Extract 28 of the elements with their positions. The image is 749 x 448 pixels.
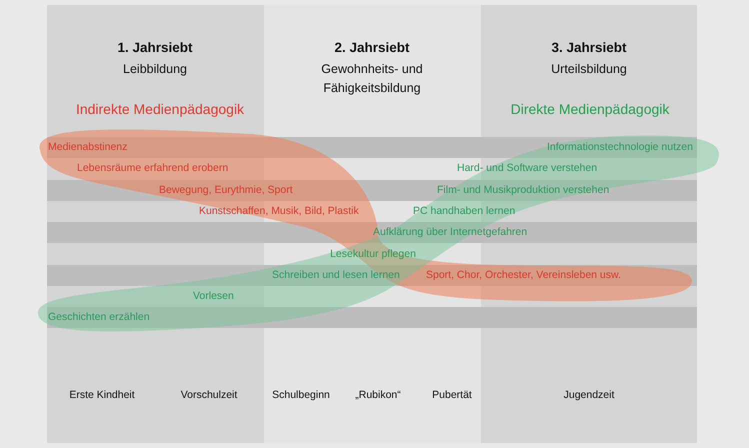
section-label: Indirekte Medienpädagogik	[76, 100, 244, 119]
column-heading: 2. Jahrsiebt	[334, 39, 410, 57]
topic-text: Kunstschaffen, Musik, Bild, Plastik	[199, 204, 359, 219]
topic-text: Hard- und Software verstehen	[457, 161, 598, 176]
topic-text: Medienabstinenz	[48, 140, 128, 155]
topic-text: PC handhaben lernen	[413, 204, 516, 219]
section-label: Direkte Medienpädagogik	[510, 100, 670, 119]
topic-text: Lebensräume erfahrend erobern	[77, 161, 228, 176]
phase-label: „Rubikon“	[355, 388, 401, 403]
topic-text: Aufklärung über Internetgefahren	[373, 225, 528, 240]
topic-text: Schreiben und lesen lernen	[272, 268, 400, 283]
phase-label: Jugendzeit	[564, 388, 614, 403]
phase-label: Schulbeginn	[272, 388, 330, 403]
topic-text: Geschichten erzählen	[48, 310, 150, 326]
topic-text: Bewegung, Eurythmie, Sport	[159, 182, 293, 198]
topic-text: Informationstechnologie nutzen	[547, 140, 693, 155]
topic-text: Film- und Musikproduktion verstehen	[437, 182, 610, 198]
column-subtitle: Gewohnheits- und Fähigkeitsbildung	[320, 61, 424, 97]
phase-label: Erste Kindheit	[69, 388, 135, 403]
column-subtitle: Leibbildung	[123, 61, 187, 78]
topic-text: Lesekultur pflegen	[330, 247, 416, 262]
phase-label: Vorschulzeit	[180, 388, 238, 403]
column-subtitle: Urteilsbildung	[551, 61, 627, 78]
phase-label: Pubertät	[432, 388, 472, 403]
topic-text: Vorlesen	[193, 289, 234, 304]
column-heading: 3. Jahrsiebt	[551, 39, 627, 57]
column-heading: 1. Jahrsiebt	[117, 39, 193, 57]
topic-text: Sport, Chor, Orchester, Vereinsleben usw.	[426, 268, 621, 283]
